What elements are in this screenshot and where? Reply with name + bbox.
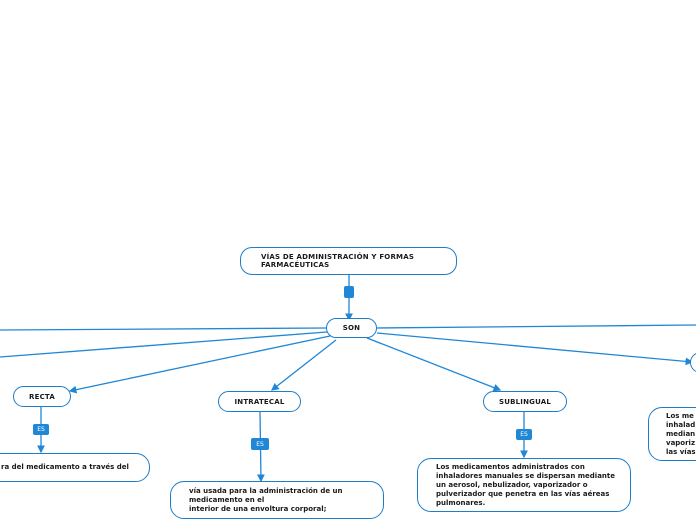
sublingual-description-text: Los medicamentos administrados con inhal…: [436, 462, 615, 507]
intratecal-label: INTRATECAL: [234, 397, 285, 406]
recta-node[interactable]: RECTA: [13, 386, 71, 407]
recta-description[interactable]: ra del medicamento a través del: [0, 453, 150, 482]
top-connector-tag: [344, 286, 354, 298]
title-node[interactable]: VÍAS DE ADMINISTRACIÓN Y FORMAS FARMACÉU…: [240, 247, 457, 275]
son-to-offscreen-left-1: [0, 327, 328, 331]
sublingual-es-tag: ES: [516, 429, 532, 440]
recta-label: RECTA: [29, 392, 55, 401]
recta-es-tag: ES: [33, 424, 49, 435]
son-to-offscreen-left-2: [0, 331, 328, 358]
son-label: SON: [342, 324, 361, 332]
sublingual-description[interactable]: Los medicamentos administrados con inhal…: [417, 458, 631, 512]
son-to-intratecal-line: [270, 339, 337, 391]
son-to-recta-line: [68, 335, 331, 394]
son-to-right-line: [376, 332, 694, 366]
intratecal-es-tag: ES: [251, 438, 269, 450]
intratecal-description[interactable]: vía usada para la administración de un m…: [170, 481, 384, 519]
sublingual-node[interactable]: SUBLINGUAL: [483, 391, 567, 412]
son-to-offscreen-right-1: [376, 324, 696, 329]
intratecal-description-text: vía usada para la administración de un m…: [189, 486, 343, 513]
son-node[interactable]: SON: [326, 318, 377, 338]
sublingual-label: SUBLINGUAL: [498, 397, 552, 406]
right-branch-description-text: Los me inhalad median vaporiz las vías: [666, 411, 696, 456]
recta-description-text: ra del medicamento a través del: [1, 463, 129, 471]
title-text: VÍAS DE ADMINISTRACIÓN Y FORMAS FARMACÉU…: [261, 253, 415, 269]
right-branch-description[interactable]: Los me inhalad median vaporiz las vías: [648, 407, 696, 461]
intratecal-node[interactable]: INTRATECAL: [218, 391, 301, 412]
son-to-sublingual-line: [366, 337, 502, 392]
